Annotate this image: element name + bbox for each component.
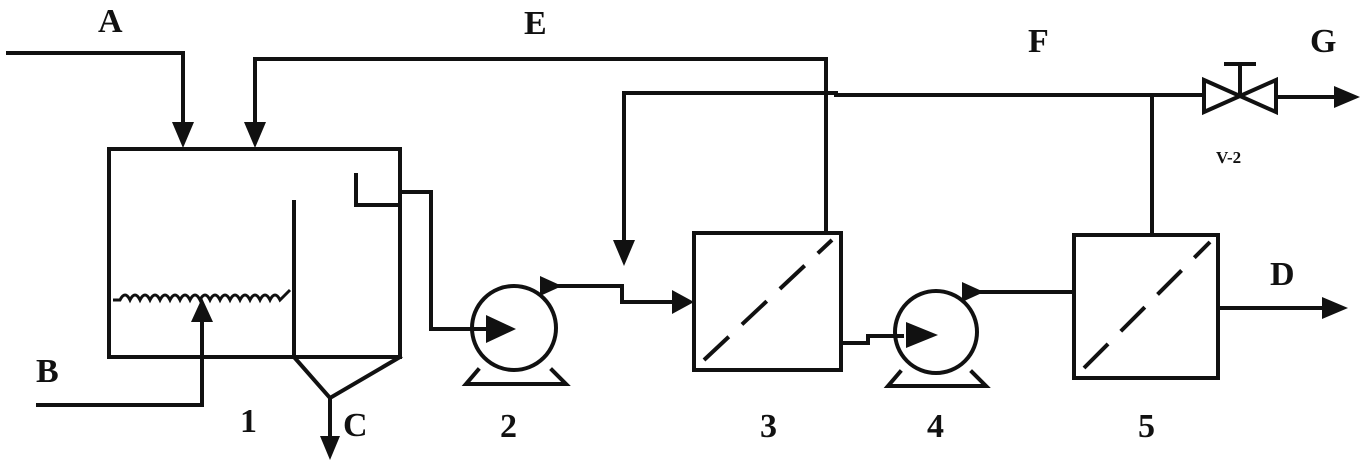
- recycle-line-f-to-3: [613, 91, 838, 266]
- stream-label-c: C: [343, 407, 368, 444]
- stream-label-g: G: [1310, 23, 1336, 60]
- unit-label-3: 3: [760, 408, 777, 445]
- stream-label-a: A: [98, 3, 123, 40]
- feed-line-3-to-4: [839, 334, 904, 345]
- feed-line-2-to-3: [554, 284, 694, 314]
- aerator-coil: [113, 288, 292, 304]
- feed-line-1-to-2: [398, 190, 488, 331]
- valve-label: V-2: [1216, 148, 1241, 167]
- stream-label-b: B: [36, 353, 59, 390]
- stream-a-line: [6, 51, 194, 148]
- stream-c-line: [320, 396, 340, 460]
- stream-d-line: [1216, 297, 1348, 319]
- unit-label-2: 2: [500, 408, 517, 445]
- stream-e-line: [244, 57, 828, 235]
- stream-f-line: [834, 93, 1206, 237]
- membrane-unit-5: [1072, 233, 1220, 380]
- tank-unit-1: [107, 147, 403, 401]
- unit-label-1: 1: [240, 403, 257, 440]
- valve-v2: [1202, 62, 1278, 116]
- stream-b-line: [36, 298, 213, 407]
- membrane-unit-3: [692, 231, 843, 372]
- stream-label-d: D: [1270, 256, 1295, 293]
- stream-label-e: E: [524, 5, 547, 42]
- unit-label-4: 4: [927, 408, 944, 445]
- unit-label-5: 5: [1138, 408, 1155, 445]
- pump-unit-4: [883, 282, 991, 388]
- stream-label-f: F: [1028, 23, 1049, 60]
- stream-g-line: [1274, 86, 1360, 108]
- pump-unit-2: [461, 276, 571, 386]
